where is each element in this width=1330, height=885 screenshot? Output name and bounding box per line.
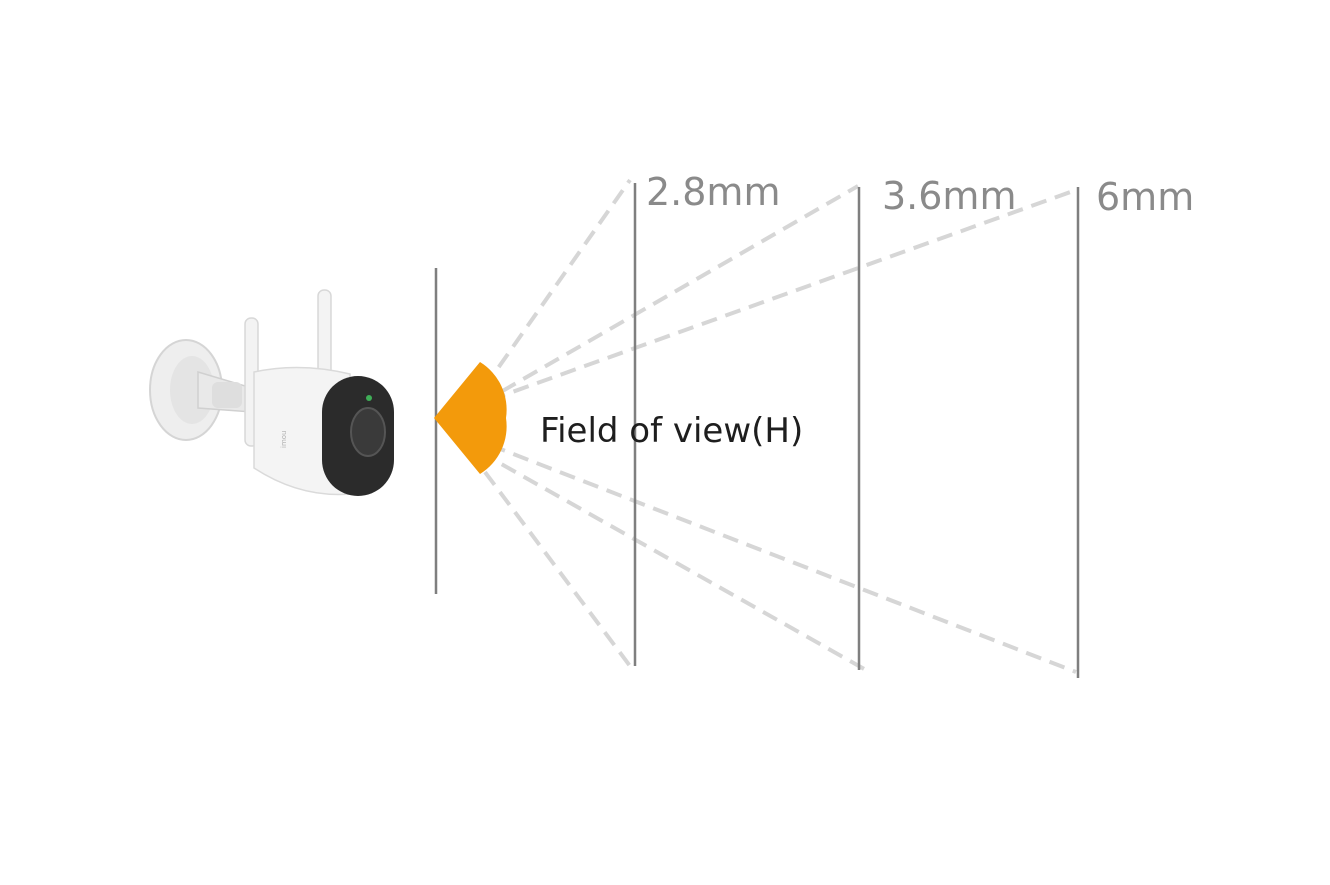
ray-6mm-top bbox=[489, 188, 1077, 402]
ray-3-6mm-top bbox=[479, 184, 859, 406]
lens-label-3-6mm: 3.6mm bbox=[882, 174, 1016, 218]
ray-2-8mm-bottom bbox=[468, 450, 632, 668]
mount-joint bbox=[212, 382, 242, 408]
ray-6mm-bottom bbox=[489, 443, 1077, 674]
lens-label-6mm: 6mm bbox=[1096, 175, 1194, 219]
ray-3-6mm-bottom bbox=[479, 450, 867, 672]
antenna-right bbox=[317, 289, 332, 381]
field-of-view-label: Field of view(H) bbox=[540, 411, 803, 451]
camera-lens bbox=[350, 407, 386, 457]
fov-rays bbox=[468, 178, 1077, 674]
reference-lines bbox=[434, 183, 1080, 678]
lens-label-2-8mm: 2.8mm bbox=[646, 170, 780, 214]
status-led bbox=[366, 395, 372, 401]
ray-2-8mm-top bbox=[468, 178, 632, 410]
camera-brand-mark: imou bbox=[280, 431, 288, 448]
field-of-view-wedge-icon bbox=[434, 362, 507, 474]
bullet-camera-icon: imou bbox=[149, 289, 394, 496]
